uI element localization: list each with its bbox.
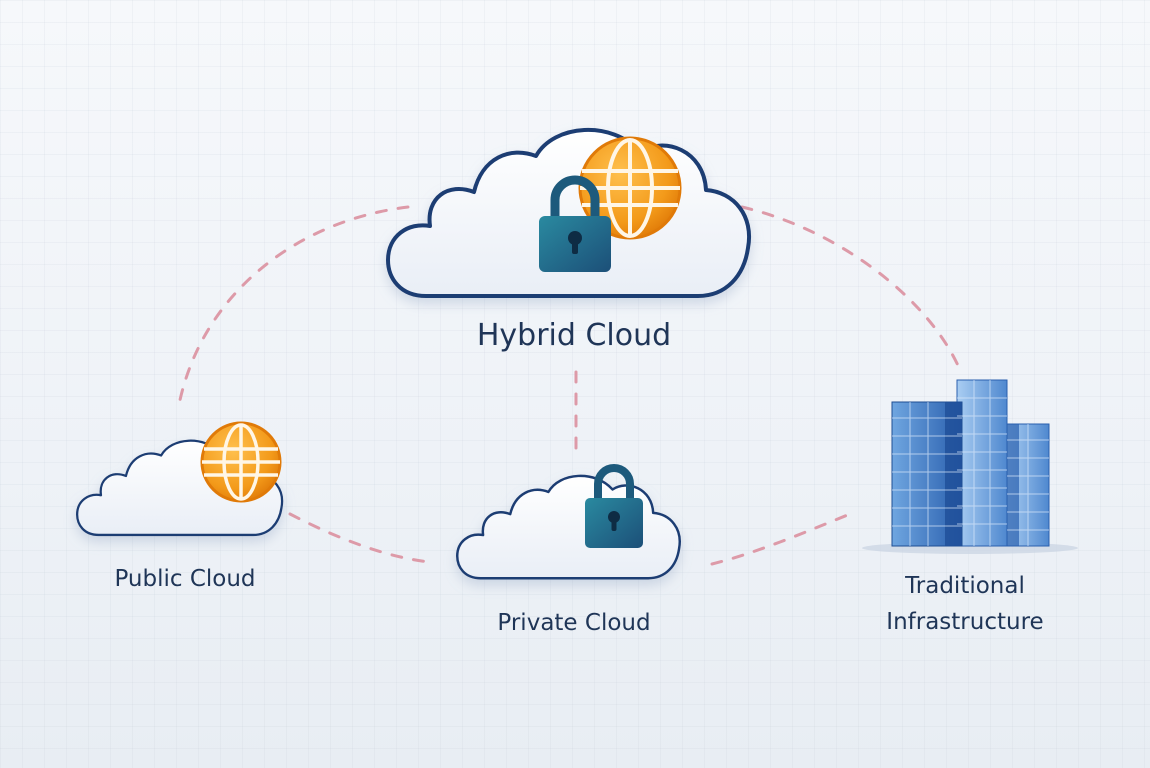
connector-hybrid-traditional xyxy=(740,205,962,372)
connector-private-traditional xyxy=(710,510,857,566)
traditional-label-line2: Infrastructure xyxy=(886,609,1044,635)
private-cloud-label: Private Cloud xyxy=(497,610,651,636)
private-cloud-node xyxy=(455,474,682,580)
connector-lines xyxy=(178,205,962,566)
traditional-infrastructure-label: Traditional Infrastructure xyxy=(845,568,1085,640)
private-cloud-icon xyxy=(455,474,682,580)
lock-icon xyxy=(539,175,611,272)
public-cloud-label: Public Cloud xyxy=(114,566,256,592)
globe-icon xyxy=(200,421,282,503)
lock-icon xyxy=(585,464,643,548)
connector-hybrid-public xyxy=(178,205,410,402)
hybrid-cloud-label: Hybrid Cloud xyxy=(476,318,672,353)
office-building-icon xyxy=(862,379,1078,554)
traditional-label-line1: Traditional xyxy=(905,573,1025,599)
connector-public-private xyxy=(288,512,432,564)
